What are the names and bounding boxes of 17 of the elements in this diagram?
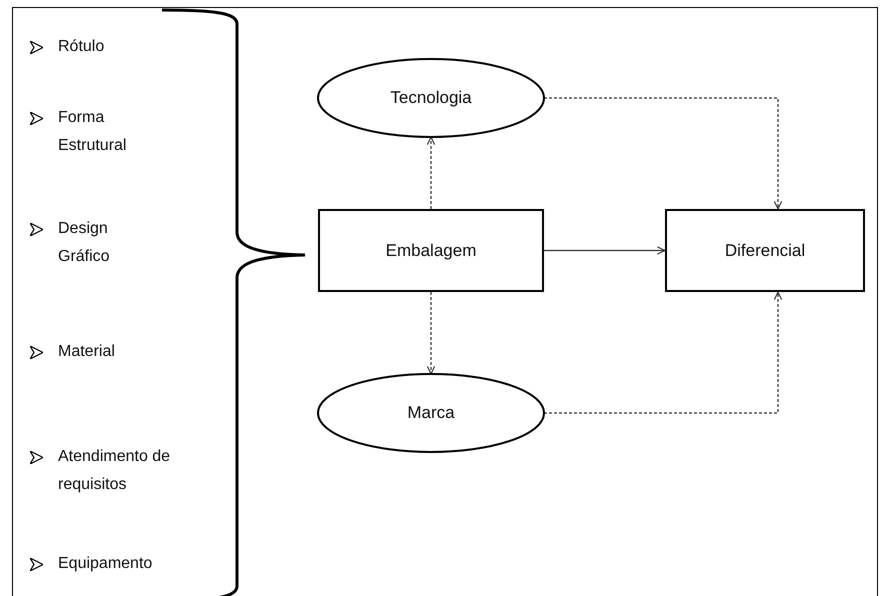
arrow bbox=[544, 291, 782, 414]
arrow bbox=[544, 246, 666, 255]
node-label: Tecnologia bbox=[390, 88, 472, 108]
list-item: Equipamento bbox=[58, 554, 154, 574]
list-item: Atendimento de requisitos bbox=[58, 447, 172, 495]
list-item: Design Gráfico bbox=[58, 219, 111, 267]
arrow bbox=[426, 292, 436, 375]
list-item: Rótulo bbox=[58, 37, 106, 57]
arrow bbox=[544, 97, 782, 210]
process-box bbox=[318, 209, 544, 292]
process-box bbox=[665, 209, 865, 292]
list-item: Material bbox=[58, 342, 116, 362]
node-label: Marca bbox=[407, 403, 455, 423]
node-label: Embalagem bbox=[386, 240, 476, 260]
node-label: Diferencial bbox=[724, 240, 806, 260]
list-item: Forma Estrutural bbox=[58, 108, 128, 156]
arrow bbox=[426, 136, 436, 209]
